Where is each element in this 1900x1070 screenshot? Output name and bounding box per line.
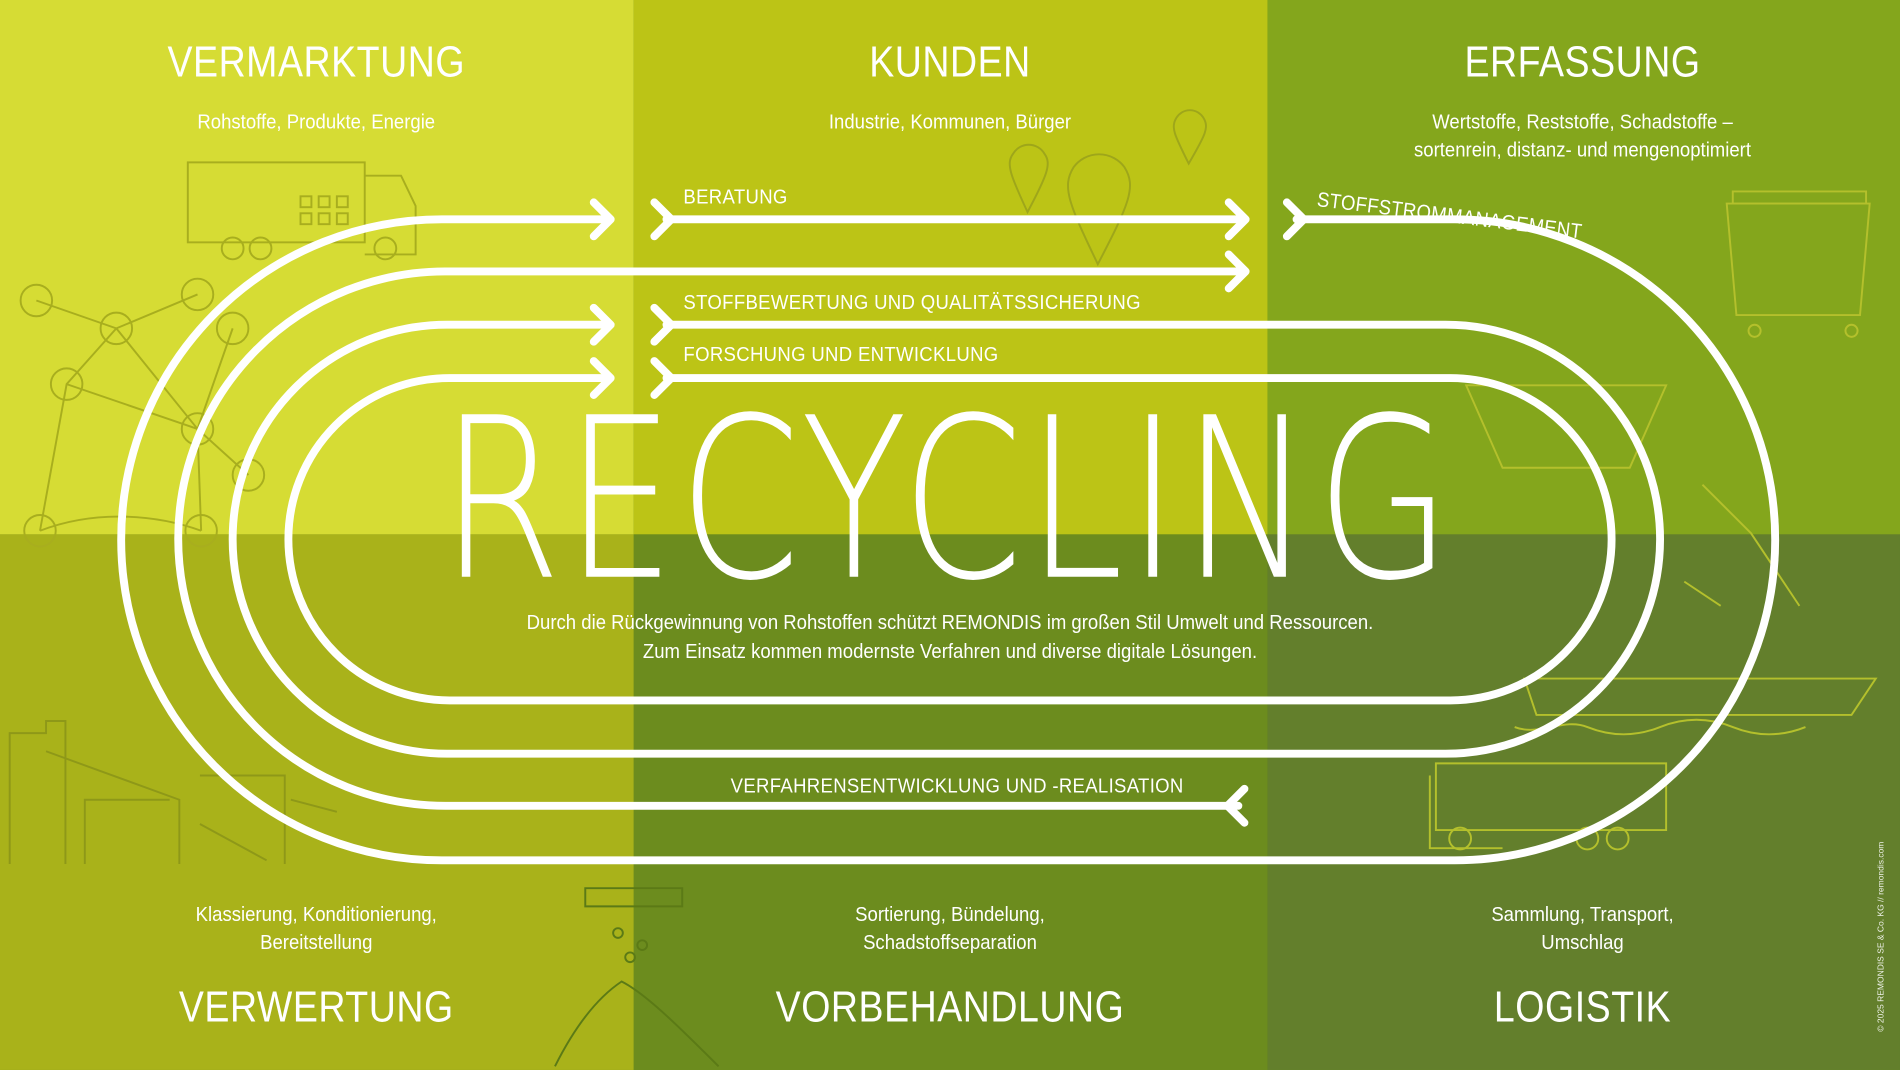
chevron-right-icon xyxy=(1282,198,1308,241)
chevron-left-icon xyxy=(1223,784,1249,827)
section-sub-logistik: Sammlung, Transport, xyxy=(1491,902,1674,926)
container-icon xyxy=(1428,190,1878,851)
section-sub-kunden: Industrie, Kommunen, Bürger xyxy=(828,110,1072,134)
chevron-right-icon xyxy=(650,303,676,346)
section-sub-logistik-2: Umschlag xyxy=(1541,930,1624,954)
location-pin-icon xyxy=(1008,109,1207,267)
section-sub-erfassung-2: sortenrein, distanz- und mengenoptimiert xyxy=(1414,138,1752,162)
section-title-verwertung: VERWERTUNG xyxy=(178,981,454,1032)
arrow-right-icon xyxy=(589,198,615,241)
conveyor-pile-icon xyxy=(554,887,720,1068)
factory-icon xyxy=(8,720,338,864)
intro-line-2: Zum Einsatz kommen modernste Verfahren u… xyxy=(642,639,1258,663)
section-sub-verwertung: Klassierung, Konditionierung, xyxy=(195,902,437,926)
chevron-right-icon xyxy=(650,198,676,241)
section-title-erfassung: ERFASSUNG xyxy=(1464,36,1701,87)
chevron-right-icon xyxy=(650,357,676,399)
main-title: RECYCLING xyxy=(440,370,1455,631)
section-title-vermarktung: VERMARKTUNG xyxy=(167,36,466,87)
track-third xyxy=(228,320,1665,758)
track-outer xyxy=(117,215,1780,865)
truck-icon xyxy=(186,161,417,261)
section-sub-vermarktung: Rohstoffe, Produkte, Energie xyxy=(197,110,436,134)
section-sub-vorbehandlung: Sortierung, Bündelung, xyxy=(855,902,1045,926)
section-sub-erfassung: Wertstoffe, Reststoffe, Schadstoffe – xyxy=(1432,110,1733,134)
section-title-kunden: KUNDEN xyxy=(869,36,1031,87)
track-label-forschung: FORSCHUNG UND ENTWICKLUNG xyxy=(683,342,999,366)
track-inner xyxy=(284,374,1616,705)
intro-line-1: Durch die Rückgewinnung von Rohstoffen s… xyxy=(526,610,1374,634)
track-label-stoffbewertung: STOFFBEWERTUNG UND QUALITÄTSSICHERUNG xyxy=(683,290,1141,314)
arrowheads xyxy=(589,198,1308,827)
track-label-beratung: BERATUNG xyxy=(683,185,788,209)
section-sub-vorbehandlung-2: Schadstoffseparation xyxy=(863,930,1037,954)
arrow-right-icon xyxy=(589,357,615,399)
intro-text: Durch die Rückgewinnung von Rohstoffen s… xyxy=(527,608,1374,666)
track-second xyxy=(174,267,1245,810)
arrow-right-icon xyxy=(1224,198,1250,241)
section-title-logistik: LOGISTIK xyxy=(1493,981,1672,1032)
quadrant-kunden xyxy=(633,0,1268,535)
arrow-right-icon xyxy=(1224,250,1250,293)
arrow-right-icon xyxy=(589,303,615,346)
section-title-vorbehandlung: VORBEHANDLUNG xyxy=(775,981,1125,1032)
copyright: © 2025 REMONDIS SE & Co. KG // remondis.… xyxy=(1877,841,1887,1032)
section-sub-verwertung-2: Bereitstellung xyxy=(260,930,373,954)
track-label-verfahrensentwicklung: VERFAHRENSENTWICKLUNG UND -REALISATION xyxy=(730,774,1184,798)
